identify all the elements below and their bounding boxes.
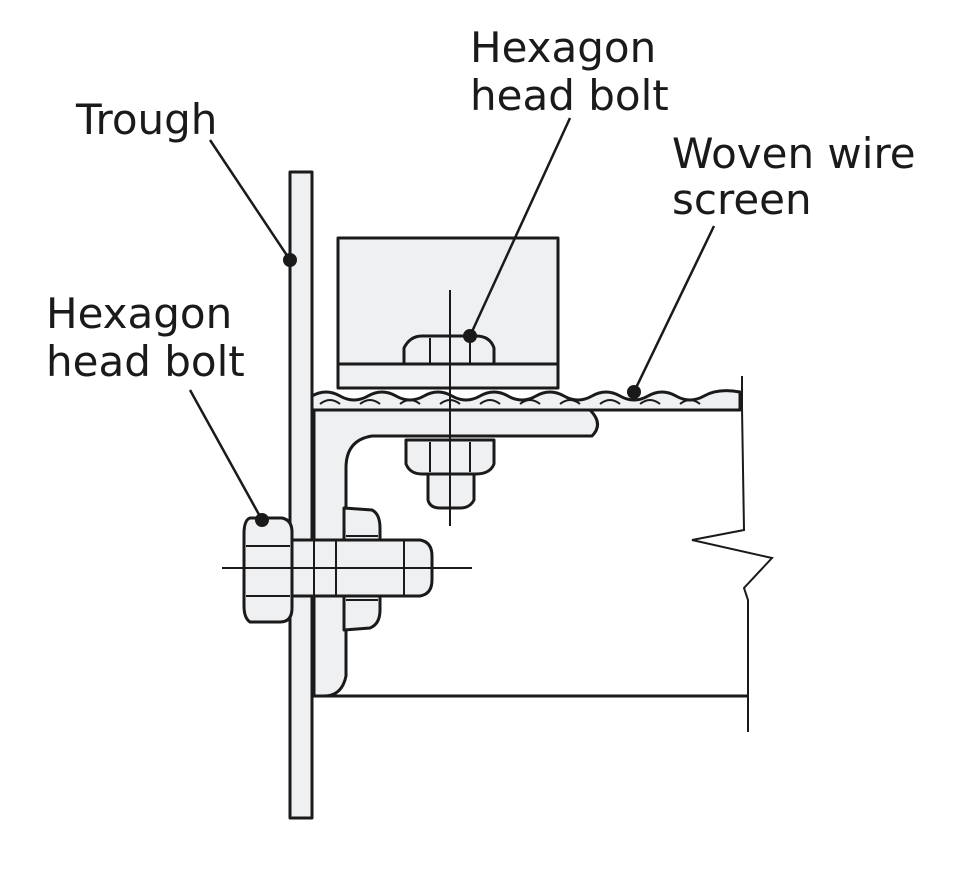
label-bolt-top-line2: head bolt [470,71,669,120]
angle-bracket [312,408,599,698]
trough-wall [288,170,314,820]
leader-bolt-left [188,389,269,527]
label-bolt-top-line1: Hexagon [470,23,656,72]
woven-wire-screen [310,389,742,412]
label-trough: Trough [75,95,217,144]
hexagon-head-bolt-top [402,290,496,526]
hexagon-head-bolt-left [222,506,472,632]
leader-bolt-top [463,117,572,343]
leader-screen [627,225,716,399]
leader-trough [208,139,297,267]
label-screen-line2: screen [672,175,812,224]
label-bolt-left: Hexagon head bolt [46,289,246,386]
label-screen-line1: Woven wire [672,129,916,178]
label-screen: Woven wire screen [672,129,929,224]
label-bolt-top: Hexagon head bolt [470,23,670,120]
label-bolt-left-line2: head bolt [46,337,245,386]
label-bolt-left-line1: Hexagon [46,289,232,338]
